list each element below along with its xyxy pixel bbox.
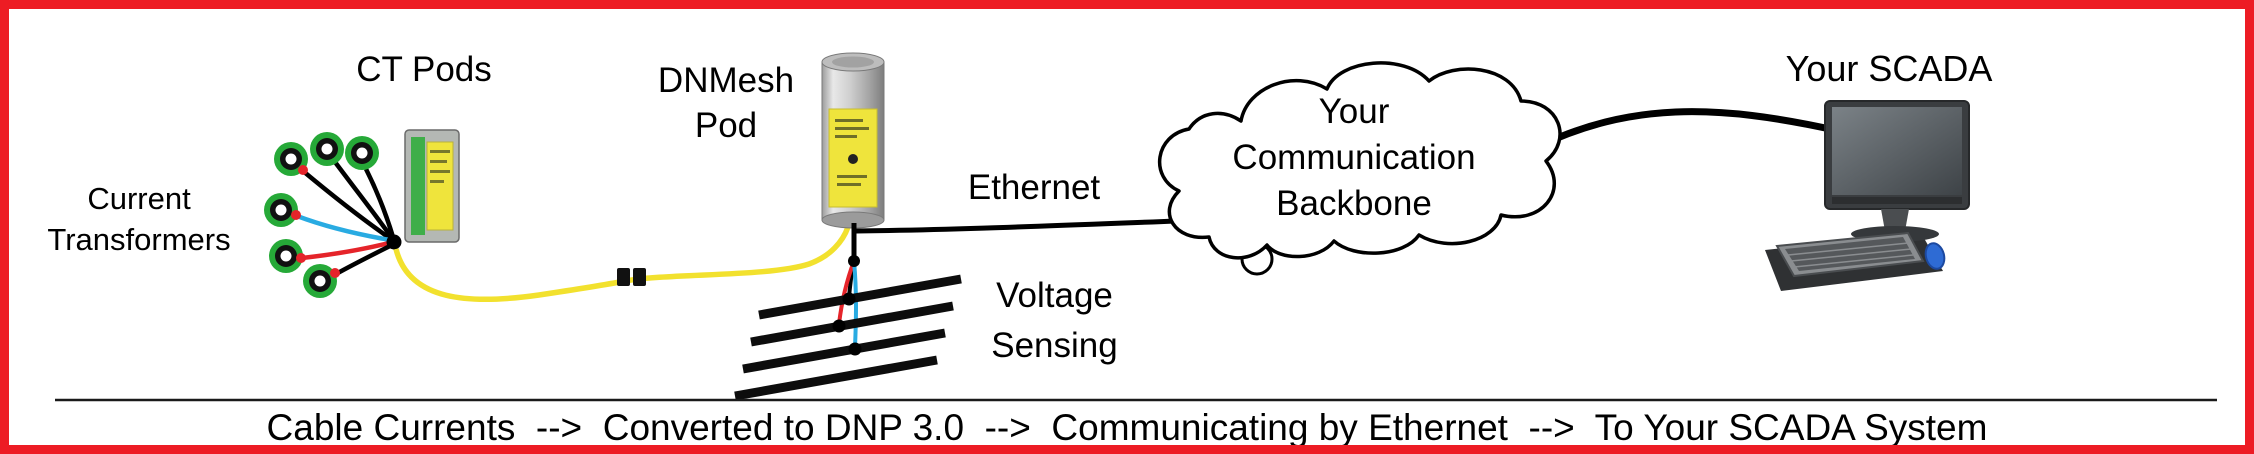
current-transformers-line2: Transformers — [47, 221, 231, 257]
your-scada-label: Your SCADA — [1785, 48, 1993, 89]
voltage-tap-dots — [832, 292, 862, 356]
backbone-to-scada-line — [1535, 108, 1840, 151]
ct-wire-black-1 — [301, 169, 393, 241]
communication-backbone-label: Your Communication Backbone — [1174, 89, 1534, 228]
voltage-sensing-line2: Sensing — [991, 325, 1118, 365]
dnmesh-pod-line2: Pod — [694, 105, 758, 145]
current-transformers-label: Current Transformers — [27, 179, 251, 261]
dnmesh-pod-label: DNMesh Pod — [621, 59, 831, 149]
communication-backbone-line1: Your — [1318, 92, 1390, 131]
voltage-sensing-label: Voltage Sensing — [967, 271, 1142, 370]
ct-red-terminal — [296, 253, 306, 263]
ct-red-terminal — [298, 165, 308, 175]
ct-pod-device — [404, 129, 460, 243]
voltage-sensing-line1: Voltage — [996, 276, 1113, 315]
ct-wires — [296, 160, 396, 276]
current-transformers-line1: Current — [87, 181, 191, 216]
flow-caption: Cable Currents --> Converted to DNP 3.0 … — [266, 407, 1988, 448]
ct-wire-red — [301, 240, 390, 261]
ethernet-line — [855, 217, 1205, 234]
ct-pod-label-sticker — [426, 141, 454, 231]
cable-coupler — [633, 268, 646, 286]
ct-pods-label: CT Pods — [356, 50, 492, 89]
scada-computer — [1765, 100, 1970, 291]
ct-wire-black-4 — [334, 243, 392, 276]
ct-ring — [310, 132, 344, 166]
ct-ring — [303, 264, 340, 298]
ct-pod-green-stripe — [411, 137, 425, 235]
dnmesh-cylinder — [821, 52, 885, 229]
monitor — [1824, 100, 1970, 242]
yellow-cable — [393, 225, 851, 303]
cable-coupler — [617, 268, 630, 286]
ct-wire-black-3 — [363, 167, 396, 238]
ct-rings — [264, 132, 379, 298]
ethernet-label: Ethernet — [967, 168, 1101, 207]
ct-ring — [264, 193, 301, 227]
ct-red-terminal — [330, 268, 340, 278]
ct-wire-hub — [386, 234, 402, 250]
communication-backbone-line2: Communication — [1232, 138, 1476, 178]
keyboard — [1775, 231, 1925, 278]
ct-ring — [269, 239, 306, 273]
voltage-bus-bars — [734, 274, 962, 401]
ct-wire-black-2 — [333, 160, 394, 240]
monitor-screen — [1832, 107, 1962, 195]
monitor-stand — [1881, 209, 1909, 231]
diagram-canvas — [55, 52, 2217, 402]
ct-ring — [274, 142, 308, 176]
interconnect-cable — [393, 225, 851, 303]
cloud-shape — [1157, 61, 1562, 276]
dnmesh-pod-line1: DNMesh — [657, 61, 795, 100]
ct-wire-blue — [296, 213, 391, 243]
ct-red-terminal — [291, 210, 301, 220]
communication-backbone-line3: Backbone — [1276, 184, 1432, 224]
ct-ring — [345, 136, 379, 170]
mouse — [1924, 242, 1946, 270]
